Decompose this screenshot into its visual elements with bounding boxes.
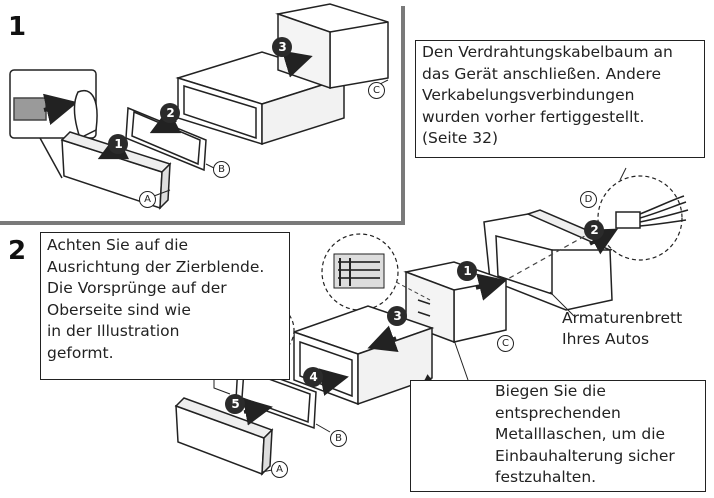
step-badge-3: 3 (393, 309, 402, 323)
step-badge-2: 2 (590, 223, 599, 237)
dashboard-label: Armaturenbrett Ihres Autos (562, 309, 683, 348)
trim-ring-part-b-2 (235, 362, 317, 430)
part-marker-c: C (368, 82, 385, 99)
part-marker-d: D (580, 191, 597, 208)
orientation-note: Achten Sie auf die Ausrichtung der Zierb… (40, 232, 290, 380)
bend-tabs-note: Biegen Sie die entsprechenden Metalllasc… (410, 380, 706, 492)
section-number-2: 2 (8, 236, 27, 266)
part-marker-a-2: A (271, 461, 288, 478)
step-badge-3: 3 (278, 40, 287, 54)
section-number-1: 1 (8, 12, 27, 42)
step-badge-2: 2 (166, 106, 175, 120)
faceplate-part-a-2 (174, 397, 274, 476)
part-marker-b: B (213, 161, 230, 178)
sleeve-detail-magnifier (321, 233, 431, 311)
mounting-sleeve-part-c (275, 3, 389, 90)
arrows-section-2 (242, 228, 619, 426)
part-marker-c-2: C (497, 335, 514, 352)
release-inset (9, 69, 98, 179)
step-badge-4: 4 (309, 370, 318, 384)
part-marker-a: A (139, 191, 156, 208)
car-dashboard (483, 209, 627, 311)
step-badge-1: 1 (114, 137, 123, 151)
step-badge-5: 5 (231, 397, 240, 411)
head-unit (175, 51, 347, 146)
part-marker-b-2: B (330, 430, 347, 447)
section-divider (0, 6, 405, 225)
harness-connector-d (597, 175, 689, 261)
step-badge-1: 1 (463, 264, 472, 278)
step-badges (108, 37, 604, 414)
harness-note: Den Verdrahtungskabelbaum an das Gerät a… (415, 40, 705, 158)
